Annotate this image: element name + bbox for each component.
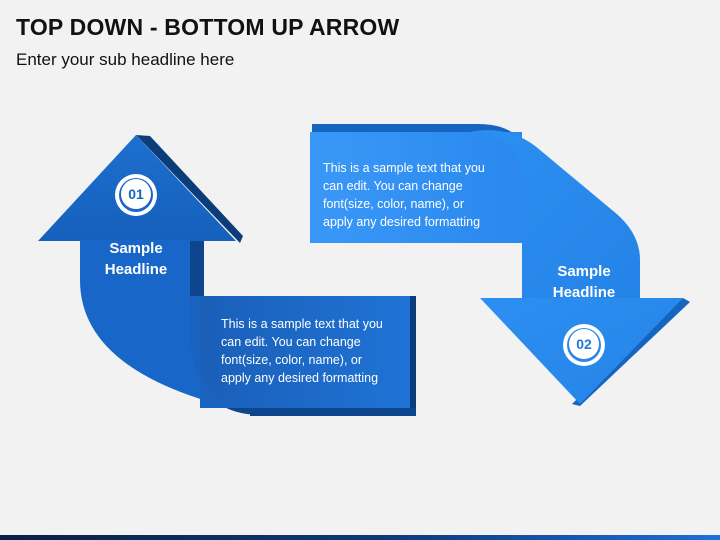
step-01-headline-line1: Sample — [109, 240, 163, 257]
step-01-text-line: font(size, color, name), or — [221, 353, 363, 367]
step-02-number-text: 02 — [569, 329, 599, 359]
page-title: TOP DOWN - BOTTOM UP ARROW — [16, 14, 400, 40]
down-arrow-text-band — [310, 132, 522, 243]
step-02-number: 02 — [562, 323, 606, 367]
step-02-headline-line1: Sample — [557, 263, 611, 280]
up-arrow-band-bottom — [250, 408, 416, 416]
step-02-text-line: font(size, color, name), or — [323, 197, 465, 211]
up-arrow-side-left — [136, 135, 243, 243]
step-01-text-line: apply any desired formatting — [221, 371, 379, 385]
step-02-headline-line2: Headline — [552, 284, 616, 301]
step-02-text-line: apply any desired formatting — [323, 215, 481, 229]
step-01-text-line: This is a sample text that you — [221, 317, 383, 331]
up-arrow-inner-curve — [190, 296, 250, 408]
up-arrow-text-band — [200, 296, 410, 408]
step-02-text-line: This is a sample text that you — [323, 161, 485, 175]
step-01-text-line: can edit. You can change — [221, 335, 361, 349]
step-01-text: This is a sample text that you can edit.… — [221, 315, 407, 387]
step-01-headline: Sample Headline — [86, 238, 186, 280]
step-02-headline: Sample Headline — [534, 261, 634, 303]
down-arrow-top-face — [312, 124, 532, 186]
up-arrow-band-side — [410, 296, 416, 414]
step-02-text-line: can edit. You can change — [323, 179, 463, 193]
down-arrow-curve — [470, 130, 640, 298]
step-01-headline-line2: Headline — [104, 261, 168, 278]
page-subtitle: Enter your sub headline here — [16, 50, 235, 69]
step-01-number: 01 — [114, 173, 158, 217]
footer-accent-bar — [0, 535, 720, 540]
step-01-number-text: 01 — [121, 179, 151, 209]
step-02-text: This is a sample text that you can edit.… — [323, 159, 515, 231]
up-arrow-shaft — [80, 240, 248, 408]
